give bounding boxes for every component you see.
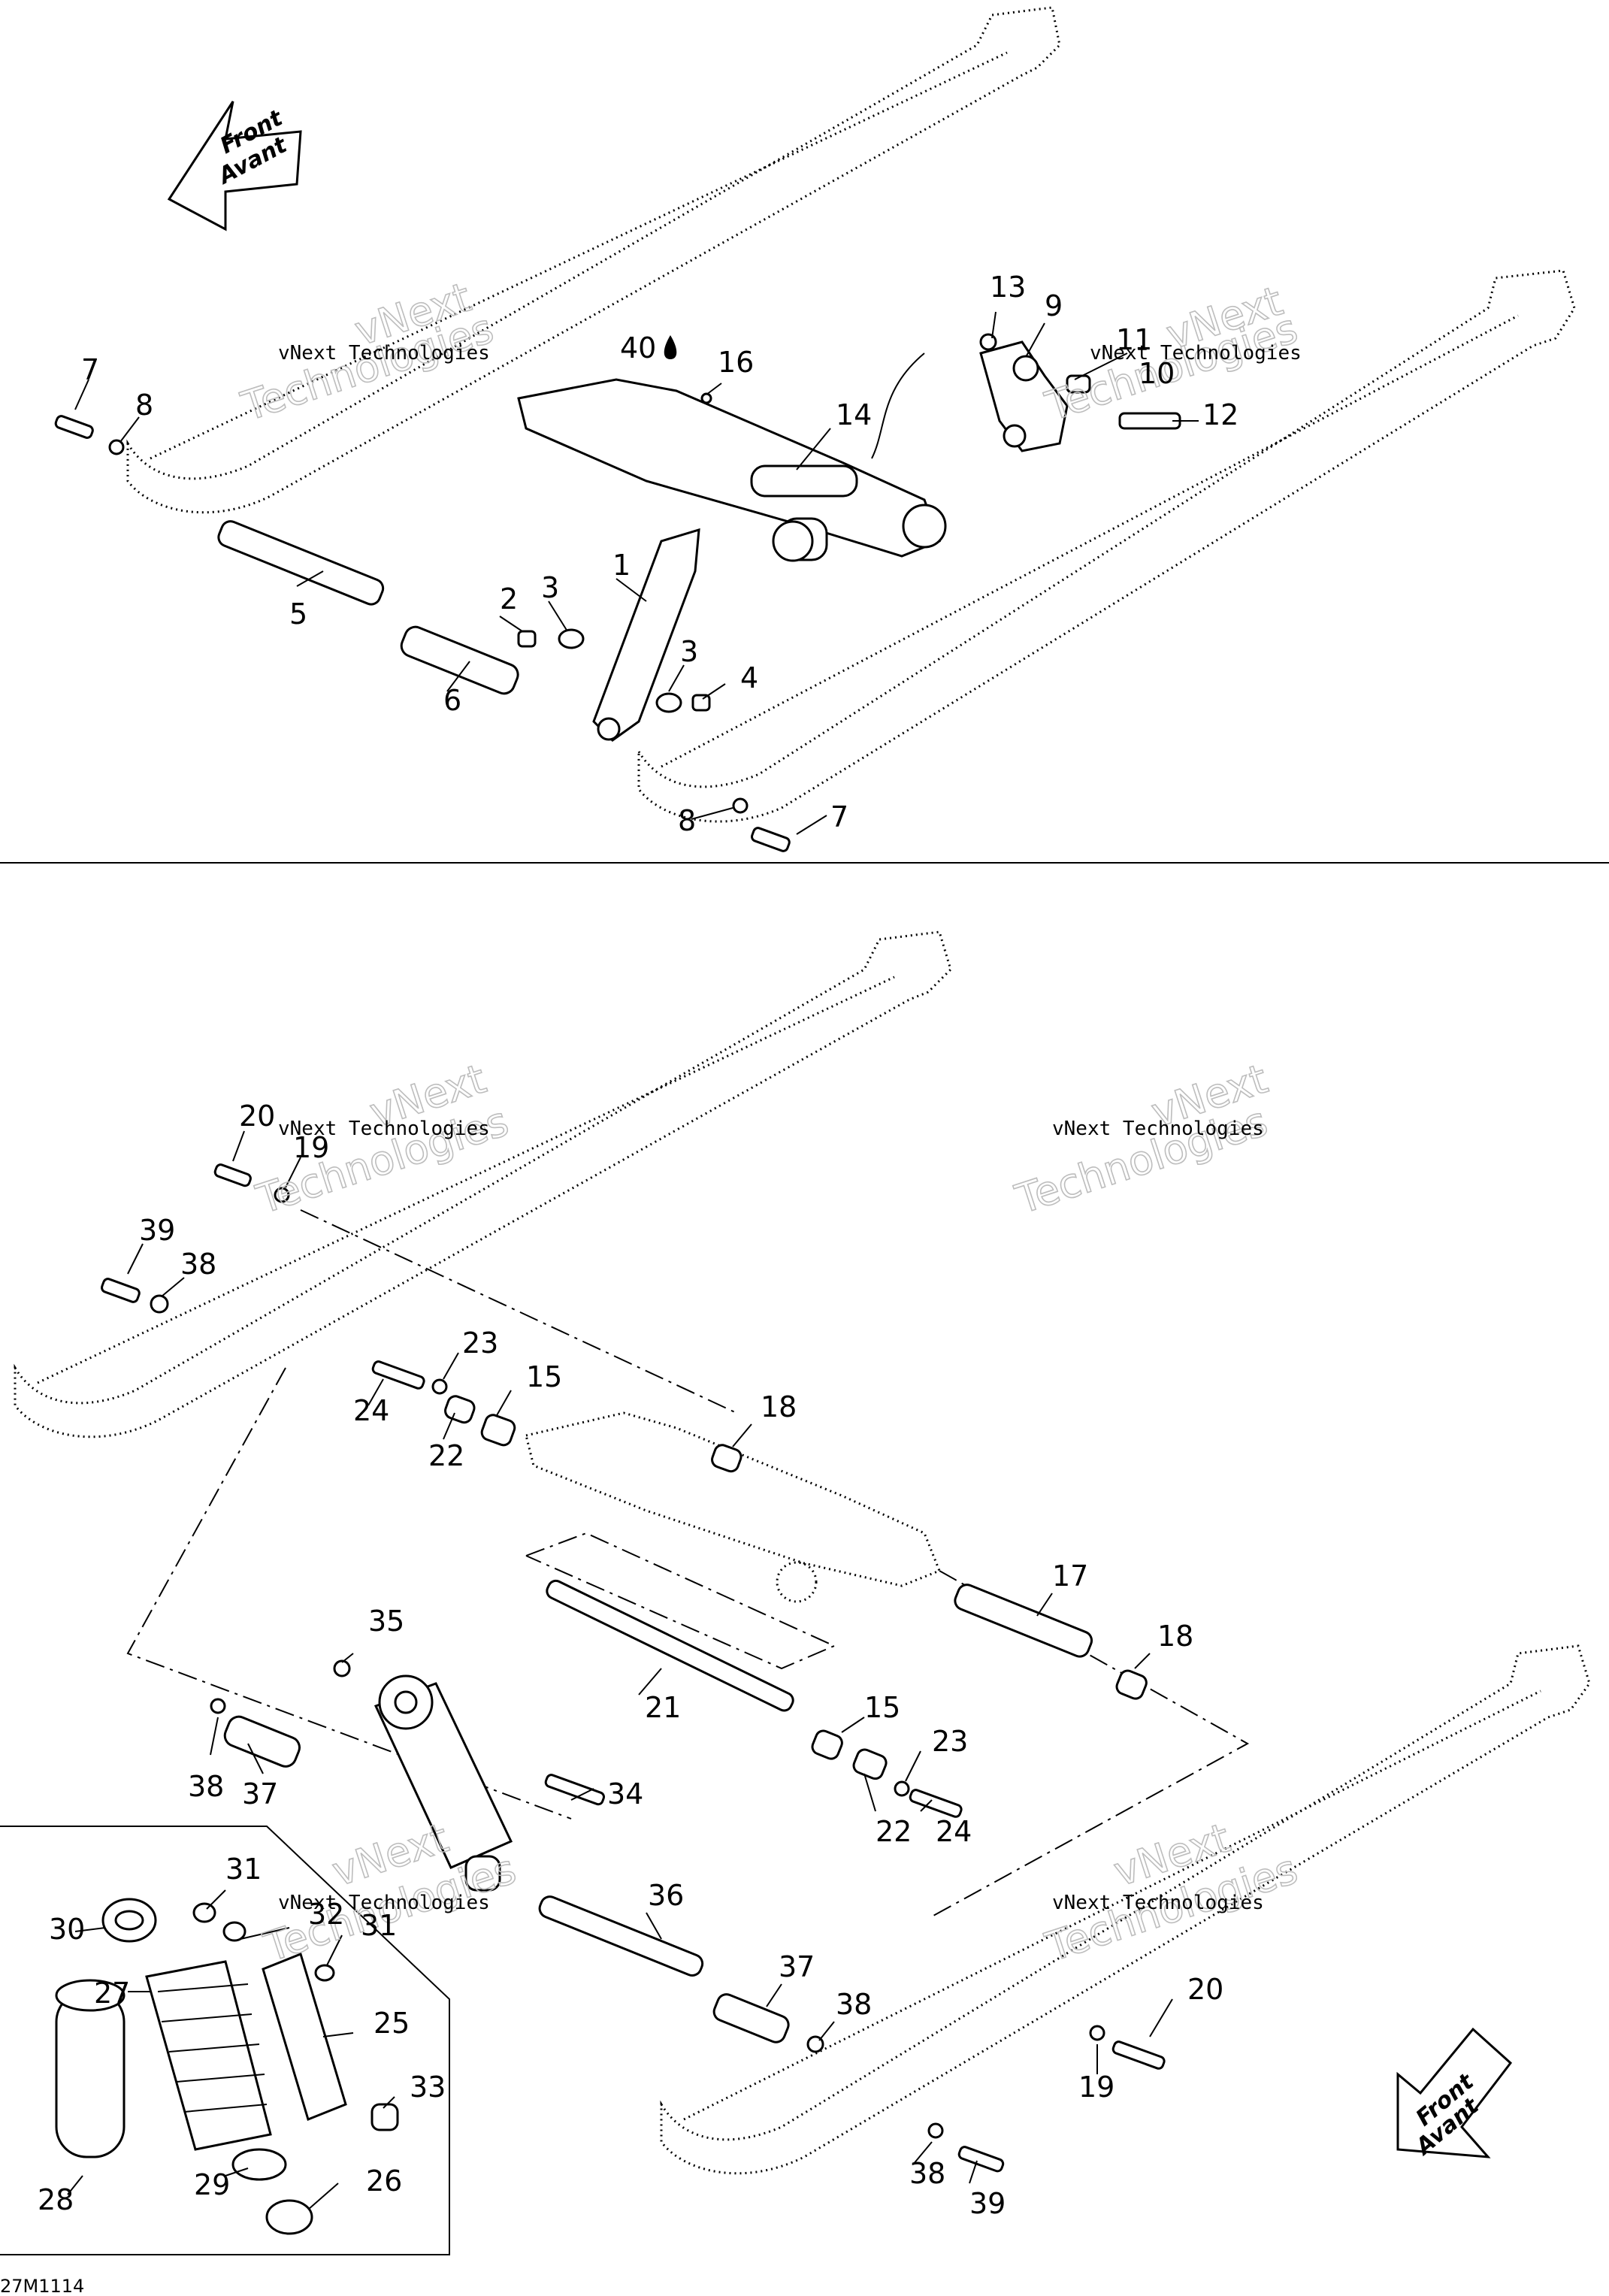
axle-5 — [217, 520, 385, 606]
top-callout-14: 14 — [836, 398, 872, 431]
top-callout-6: 6 — [443, 684, 461, 717]
top-callout-3: 3 — [541, 571, 559, 604]
bottom-callout-15: 15 — [526, 1360, 562, 1393]
bottom-callout-17: 17 — [1052, 1559, 1088, 1593]
callout-40: 40 — [620, 331, 656, 365]
bottom-callout-31: 31 — [225, 1853, 262, 1886]
bottom-callout-38: 38 — [909, 2157, 945, 2190]
svg-text:vNext Technologies: vNext Technologies — [1052, 1118, 1264, 1140]
bottom-callout-39: 39 — [139, 1214, 175, 1247]
bottom-callout-20: 20 — [239, 1100, 275, 1133]
bottom-callout-26: 26 — [366, 2164, 402, 2198]
right-rail-top — [637, 269, 1576, 823]
svg-text:vNext Technologies: vNext Technologies — [1090, 342, 1302, 365]
bottom-callout-19: 19 — [293, 1131, 329, 1164]
bottom-callout-31: 31 — [361, 1909, 397, 1942]
bottom-callout-22: 22 — [876, 1815, 912, 1848]
shock-absorber — [374, 1674, 513, 1892]
bottom-callout-28: 28 — [38, 2183, 74, 2216]
right-rail-bottom — [660, 1644, 1591, 2175]
link-arm — [592, 528, 700, 742]
svg-text:vNext Technologies: vNext Technologies — [1052, 1892, 1264, 1914]
bottom-callout-30: 30 — [49, 1913, 85, 1946]
bottom-callout-27: 27 — [94, 1977, 130, 2010]
shock-bracket — [979, 333, 1181, 452]
bottom-callout-24: 24 — [936, 1815, 972, 1848]
bottom-callout-22: 22 — [428, 1439, 464, 1472]
bottom-callout-37: 37 — [779, 1950, 815, 1983]
bottom-callout-18: 18 — [1157, 1620, 1193, 1653]
top-callout-16: 16 — [718, 346, 754, 379]
lubricant-drop-icon — [664, 335, 677, 359]
svg-text:Technologies: Technologies — [1010, 1097, 1273, 1223]
top-callout-8: 8 — [135, 389, 153, 422]
bottom-callout-39: 39 — [969, 2187, 1006, 2220]
bottom-callout-38: 38 — [836, 1988, 872, 2021]
detail-inset-frame — [0, 1826, 450, 2255]
bottom-callout-24: 24 — [353, 1394, 389, 1427]
svg-text:vNext Technologies: vNext Technologies — [278, 342, 490, 365]
bottom-callout-15: 15 — [864, 1691, 900, 1724]
svg-text:vNext Technologies: vNext Technologies — [278, 1118, 490, 1140]
top-callout-7: 7 — [830, 800, 848, 833]
top-callout-10: 10 — [1139, 357, 1175, 390]
top-callout-13: 13 — [990, 271, 1026, 304]
bottom-callout-33: 33 — [410, 2071, 446, 2104]
bottom-leaders — [67, 1130, 1173, 2210]
spacer-6 — [400, 625, 519, 695]
bottom-callout-35: 35 — [368, 1605, 404, 1638]
top-callout-1: 1 — [612, 549, 631, 582]
bottom-callout-23: 23 — [932, 1725, 968, 1758]
bottom-callout-20: 20 — [1187, 1973, 1223, 2006]
bottom-callout-23: 23 — [462, 1326, 498, 1360]
top-callout-8: 8 — [678, 804, 696, 837]
rear-arm-phantom — [525, 1411, 941, 1603]
top-leaders — [74, 311, 1199, 835]
bottom-callout-29: 29 — [194, 2168, 230, 2201]
top-callout-7: 7 — [81, 353, 99, 386]
bottom-callout-37: 37 — [242, 1777, 278, 1810]
top-callout-3: 3 — [680, 635, 698, 668]
svg-text:vNext Technologies: vNext Technologies — [278, 1892, 490, 1914]
top-callout-9: 9 — [1045, 289, 1063, 322]
top-hardware — [54, 392, 791, 852]
bottom-callout-38: 38 — [180, 1248, 216, 1281]
top-callout-4: 4 — [740, 661, 758, 694]
shock-detail-parts — [55, 1898, 399, 2235]
left-rail-bottom — [14, 930, 952, 1438]
left-rail-top — [126, 6, 1061, 514]
top-callout-11: 11 — [1116, 323, 1152, 356]
top-callout-2: 2 — [500, 582, 518, 616]
bottom-hardware — [101, 1163, 1166, 2173]
bottom-callout-34: 34 — [607, 1777, 643, 1810]
top-callout-12: 12 — [1202, 398, 1239, 431]
bottom-callout-18: 18 — [761, 1390, 797, 1423]
bottom-callout-25: 25 — [374, 2007, 410, 2040]
rear-arm-assembly — [517, 378, 947, 562]
bottom-callout-32: 32 — [308, 1898, 344, 1931]
figure-id: 27M1114 — [0, 2276, 84, 2296]
bottom-callout-36: 36 — [648, 1879, 684, 1912]
front-direction-arrow-bottom: Front Avant — [1396, 2027, 1513, 2161]
bottom-callout-21: 21 — [645, 1691, 681, 1724]
top-callout-5: 5 — [289, 597, 307, 631]
bottom-callout-19: 19 — [1078, 2071, 1115, 2104]
front-direction-arrow: Front Avant — [167, 101, 302, 231]
bottom-callout-38: 38 — [188, 1770, 224, 1803]
